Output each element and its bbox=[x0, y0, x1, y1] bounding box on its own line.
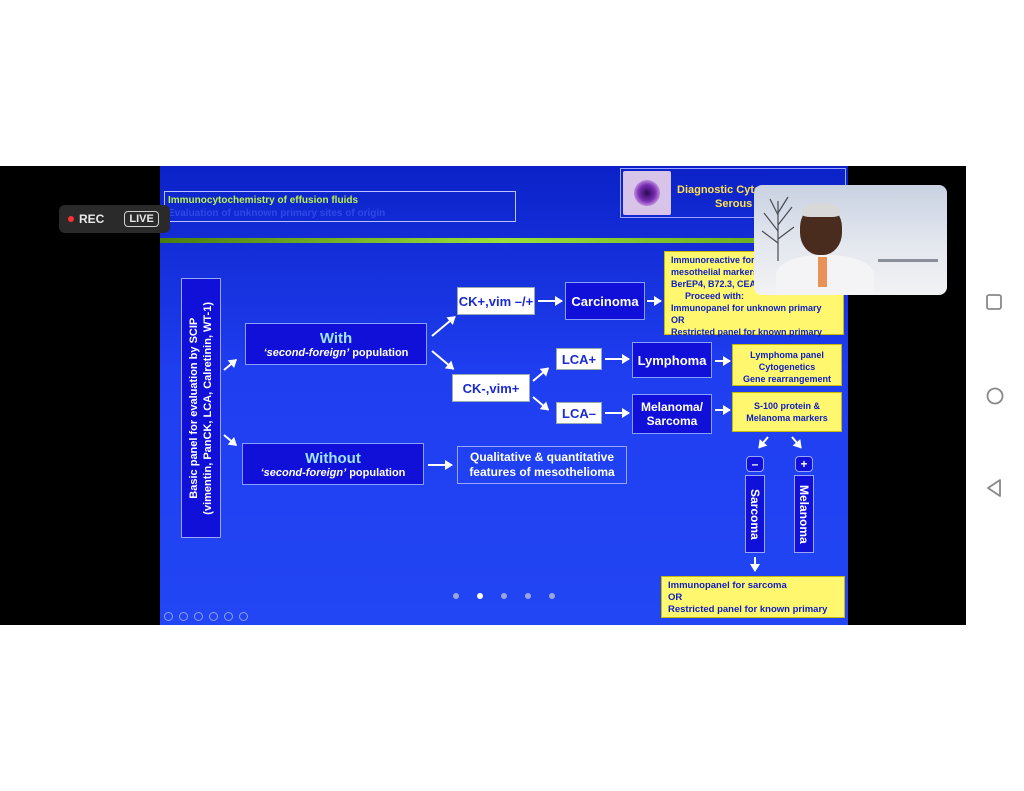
carcinoma-info-line4: Proceed with: bbox=[685, 291, 745, 301]
pagination-dots bbox=[453, 593, 555, 599]
lymphoma-box: Lymphoma bbox=[632, 342, 712, 378]
arrow-ckneg-to-lcapos bbox=[532, 367, 549, 382]
arrow-without-to-qualitative bbox=[428, 460, 453, 470]
rec-dot-icon bbox=[68, 216, 74, 222]
zoom-icon[interactable] bbox=[224, 612, 233, 621]
arrow-melanoma-to-s100 bbox=[715, 405, 731, 415]
lca-positive-box: LCA+ bbox=[556, 348, 602, 370]
with-title: With bbox=[319, 329, 353, 347]
carcinoma-box: Carcinoma bbox=[565, 282, 645, 320]
arrow-lymphoma-to-info bbox=[715, 356, 731, 366]
ck-positive-box: CK+,vim –/+ bbox=[457, 287, 535, 315]
square-nav-icon[interactable] bbox=[985, 293, 1003, 311]
lymphoma-info-box: Lymphoma panel Cytogenetics Gene rearran… bbox=[732, 344, 842, 386]
carcinoma-info-line6: OR bbox=[671, 315, 685, 325]
arrow-panel-to-with bbox=[223, 358, 237, 371]
with-population-box: With ‘second-foreign’ population bbox=[245, 323, 427, 365]
plus-sign-badge: + bbox=[795, 456, 813, 472]
presentation-slide: Immunocytochemistry of effusion fluids E… bbox=[160, 166, 848, 625]
page-dot-5[interactable] bbox=[549, 593, 555, 599]
slide-toolbar bbox=[164, 612, 248, 621]
lymphoma-label: Lymphoma bbox=[637, 352, 707, 368]
green-divider bbox=[160, 238, 848, 243]
prev-slide-icon[interactable] bbox=[164, 612, 173, 621]
melanoma-sarcoma-box: Melanoma/ Sarcoma bbox=[632, 394, 712, 434]
without-sub-quote: ‘second-foreign’ bbox=[260, 466, 347, 479]
arrow-ckpos-to-carcinoma bbox=[538, 296, 563, 306]
copy-icon[interactable] bbox=[209, 612, 218, 621]
page-dot-3[interactable] bbox=[501, 593, 507, 599]
carcinoma-info-line2: mesothelial markers bbox=[671, 267, 759, 277]
header-line1: Immunocytochemistry of effusion fluids bbox=[168, 195, 359, 206]
lymphoma-info-line1: Lymphoma panel bbox=[750, 350, 824, 360]
carcinoma-info-line5: Immunopanel for unknown primary bbox=[671, 303, 822, 313]
arrow-sarcoma-to-info bbox=[754, 557, 756, 571]
tree-icon bbox=[761, 196, 795, 261]
with-sub-rest: population bbox=[349, 346, 409, 359]
arrow-lcaneg-to-melanoma bbox=[605, 408, 630, 418]
next-slide-icon[interactable] bbox=[179, 612, 188, 621]
without-sub-rest: population bbox=[346, 466, 406, 479]
arrow-panel-to-without bbox=[223, 434, 237, 447]
melanoma-label: Melanoma bbox=[797, 484, 811, 544]
melanoma-sarcoma-line1: Melanoma/ bbox=[640, 400, 703, 414]
basic-panel-line2: (vimentin, PanCK, LCA, Calretinin, WT-1) bbox=[202, 301, 214, 515]
lymphoma-info-line2: Cytogenetics bbox=[758, 362, 816, 372]
carcinoma-info-line3: BerEP4, B72.3, CEA bbox=[671, 279, 757, 289]
sarcoma-vertical-box: Sarcoma bbox=[745, 475, 765, 553]
without-population-box: Without ‘second-foreign’ population bbox=[242, 443, 424, 485]
qualitative-box: Qualitative & quantitative features of m… bbox=[457, 446, 627, 484]
back-triangle-icon[interactable] bbox=[985, 478, 1003, 498]
carcinoma-label: Carcinoma bbox=[571, 293, 639, 309]
webcam-overlay[interactable] bbox=[754, 185, 947, 295]
cell-thumbnail-image bbox=[623, 171, 671, 215]
pen-icon[interactable] bbox=[194, 612, 203, 621]
qualitative-line1: Qualitative & quantitative bbox=[469, 450, 615, 464]
arrow-with-to-ckneg bbox=[431, 350, 455, 370]
presenter-hair bbox=[802, 203, 840, 217]
carcinoma-info-line7: Restricted panel for known primary bbox=[671, 327, 823, 337]
arrow-lcapos-to-lymphoma bbox=[605, 354, 630, 364]
melanoma-sarcoma-line2: Sarcoma bbox=[646, 414, 698, 428]
qualitative-line2: features of mesothelioma bbox=[469, 465, 615, 479]
snow-fence bbox=[878, 259, 938, 262]
carcinoma-info-line1: Immunoreactive for non- bbox=[671, 255, 777, 265]
arrow-s100-to-minus bbox=[758, 436, 769, 449]
arrow-ckneg-to-lcaneg bbox=[532, 396, 549, 411]
page-dot-1[interactable] bbox=[453, 593, 459, 599]
recording-indicator: REC LIVE bbox=[59, 205, 170, 233]
basic-panel-box: Basic panel for evaluation by SCIP (vime… bbox=[181, 278, 221, 538]
ck-negative-box: CK-,vim+ bbox=[452, 374, 530, 402]
lca-negative-box: LCA– bbox=[556, 402, 602, 424]
rec-label: REC bbox=[79, 212, 105, 226]
without-title: Without bbox=[305, 449, 361, 467]
basic-panel-line1: Basic panel for evaluation by SCIP bbox=[188, 317, 200, 499]
s100-info-line1: S-100 protein & bbox=[753, 401, 820, 411]
melanoma-vertical-box: Melanoma bbox=[794, 475, 814, 553]
sarcoma-label: Sarcoma bbox=[748, 488, 762, 540]
circle-nav-icon[interactable] bbox=[985, 386, 1005, 406]
with-sub-quote: ‘second-foreign’ bbox=[263, 346, 350, 359]
page-dot-4[interactable] bbox=[525, 593, 531, 599]
page-dot-2[interactable] bbox=[477, 593, 483, 599]
arrow-s100-to-plus bbox=[791, 436, 802, 449]
presenter-tie bbox=[818, 257, 827, 287]
lymphoma-info-line3: Gene rearrangement bbox=[742, 374, 832, 384]
live-badge: LIVE bbox=[124, 211, 159, 227]
sarcoma-info-line2: OR bbox=[668, 592, 683, 603]
s100-info-line2: Melanoma markers bbox=[746, 413, 828, 423]
sarcoma-info-box: Immunopanel for sarcoma OR Restricted pa… bbox=[661, 576, 845, 618]
sarcoma-info-line1: Immunopanel for sarcoma bbox=[668, 580, 787, 591]
sarcoma-info-line3: Restricted panel for known primary bbox=[668, 604, 828, 615]
arrow-carcinoma-to-info bbox=[647, 296, 662, 306]
minus-sign-badge: – bbox=[746, 456, 764, 472]
more-options-icon[interactable] bbox=[239, 612, 248, 621]
header-line2: Evaluation of unknown primary sites of o… bbox=[168, 208, 386, 219]
arrow-with-to-ckpos bbox=[431, 315, 456, 337]
s100-info-box: S-100 protein & Melanoma markers bbox=[732, 392, 842, 432]
